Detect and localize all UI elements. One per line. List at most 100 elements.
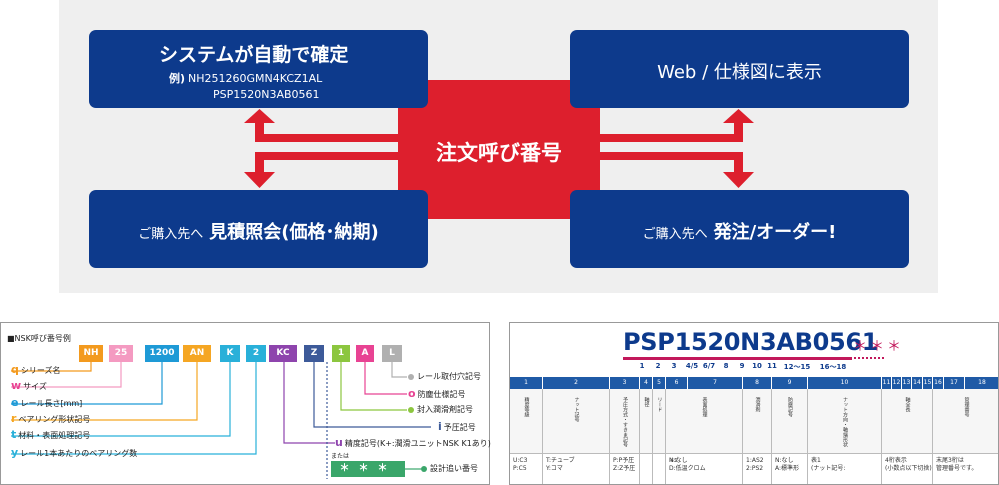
spec-header-cell: 1: [510, 377, 543, 389]
order-number-box: 注文呼び番号: [398, 80, 600, 219]
code-box-4: K: [220, 345, 240, 362]
spec-column-title: リード: [656, 397, 663, 412]
code-box-9: A: [356, 345, 374, 362]
spec-header-cell: 18: [965, 377, 998, 389]
spec-header-cell: 5: [653, 377, 666, 389]
spec-column-value: 4桁表示(小数点以下切捨): [885, 457, 932, 472]
example-line-1: 例)NH251260GMN4KCZ1AL: [169, 70, 322, 86]
spec-column-title: ナット方向・軸端形状: [842, 397, 848, 447]
position-number: 9: [739, 362, 745, 370]
system-confirm-title: システムが自動で確定: [159, 44, 349, 66]
spec-column-title: 精度等級: [523, 397, 530, 417]
spec-column-title: 予圧方式・すきま記号: [622, 397, 628, 447]
order-title: 発注/オーダー!: [713, 222, 837, 243]
spec-header-cell: 8: [743, 377, 772, 389]
or-label: または: [331, 453, 350, 460]
web-spec-title: Web / 仕様図に表示: [657, 62, 822, 83]
spec-stars-underline: [850, 357, 884, 359]
spec-body-column: [610, 389, 640, 484]
spec-header-cell: 2: [543, 377, 610, 389]
spec-body-column: [772, 389, 808, 484]
spec-header-cell: 14: [912, 377, 923, 389]
position-number: 4/5: [685, 362, 699, 370]
spec-header-cell: 9: [772, 377, 808, 389]
position-number: 11: [767, 362, 777, 370]
spec-body-column: [808, 389, 882, 484]
spec-table-band: [510, 389, 998, 453]
design-code-box: ＊＊＊: [331, 461, 405, 477]
quote-prefix: ご購入先へ: [138, 227, 204, 242]
order-title-line: ご購入先へ発注/オーダー!: [570, 218, 909, 244]
spec-body-column: [543, 389, 610, 484]
spec-header-cell: 16: [933, 377, 944, 389]
spec-column-title: 軸全長: [904, 397, 911, 412]
example-code-2: PSP1520N3AB0561: [213, 88, 320, 101]
position-number: 3: [671, 362, 677, 370]
example-code-1: NH251260GMN4KCZ1AL: [188, 72, 323, 85]
position-number: 12～15: [783, 363, 811, 371]
code-box-8: 1: [332, 345, 350, 362]
legend-connector-lines: [11, 362, 431, 479]
spec-header-cell: 4: [640, 377, 653, 389]
code-box-1: 25: [109, 345, 133, 362]
spec-header-cell: 7: [688, 377, 743, 389]
order-box: ご購入先へ発注/オーダー!: [570, 190, 909, 268]
spec-body-column: [640, 389, 653, 484]
spec-code: PSP1520N3AB0561: [623, 328, 879, 356]
code-box-3: AN: [183, 345, 211, 362]
quote-box: ご購入先へ見積照会(価格･納期): [89, 190, 428, 268]
legend-right-item: レール取付穴記号: [408, 371, 481, 382]
spec-code-underline: [623, 357, 852, 360]
flow-arrows: [244, 109, 754, 188]
spec-header-cell: 6: [666, 377, 688, 389]
spec-stars: ＊＊＊: [853, 339, 904, 355]
system-confirm-box: システムが自動で確定 例)NH251260GMN4KCZ1AL PSP1520N…: [89, 30, 428, 108]
spec-body-column: [666, 389, 743, 484]
spec-header-cell: 17: [944, 377, 965, 389]
code-box-0: NH: [79, 345, 103, 362]
spec-header-cell: 12: [892, 377, 902, 389]
code-box-2: 1200: [145, 345, 179, 362]
legend-right-item: 封入潤滑剤記号: [408, 404, 473, 415]
example-label: 例): [169, 72, 186, 85]
spec-body-column: [510, 389, 543, 484]
legend-title: ■NSK呼び番号例: [7, 334, 71, 343]
code-box-7: Z: [304, 345, 324, 362]
web-spec-box: Web / 仕様図に表示: [570, 30, 909, 108]
position-number: 1: [639, 362, 645, 370]
spec-extra-note: ※1: [670, 458, 678, 464]
spec-header-cell: 15: [923, 377, 933, 389]
spec-column-title: 管理番号: [963, 397, 970, 417]
spec-column-value: 末尾3桁は管理番号です。: [936, 457, 978, 472]
code-box-6: KC: [269, 345, 297, 362]
spec-column-title: 潤滑剤: [754, 397, 761, 412]
position-number: 2: [655, 362, 661, 370]
order-number-label: 注文呼び番号: [436, 141, 562, 165]
spec-header-cell: 3: [610, 377, 640, 389]
position-number: 8: [723, 362, 729, 370]
spec-body-column: [653, 389, 666, 484]
position-number: 6/7: [702, 362, 716, 370]
spec-header-cell: 11: [882, 377, 892, 389]
spec-column-title: ナット記号: [573, 397, 580, 422]
spec-body-column: [743, 389, 772, 484]
spec-header-cell: 13: [902, 377, 912, 389]
spec-header-cell: 10: [808, 377, 882, 389]
order-prefix: ご購入先へ: [642, 227, 708, 242]
